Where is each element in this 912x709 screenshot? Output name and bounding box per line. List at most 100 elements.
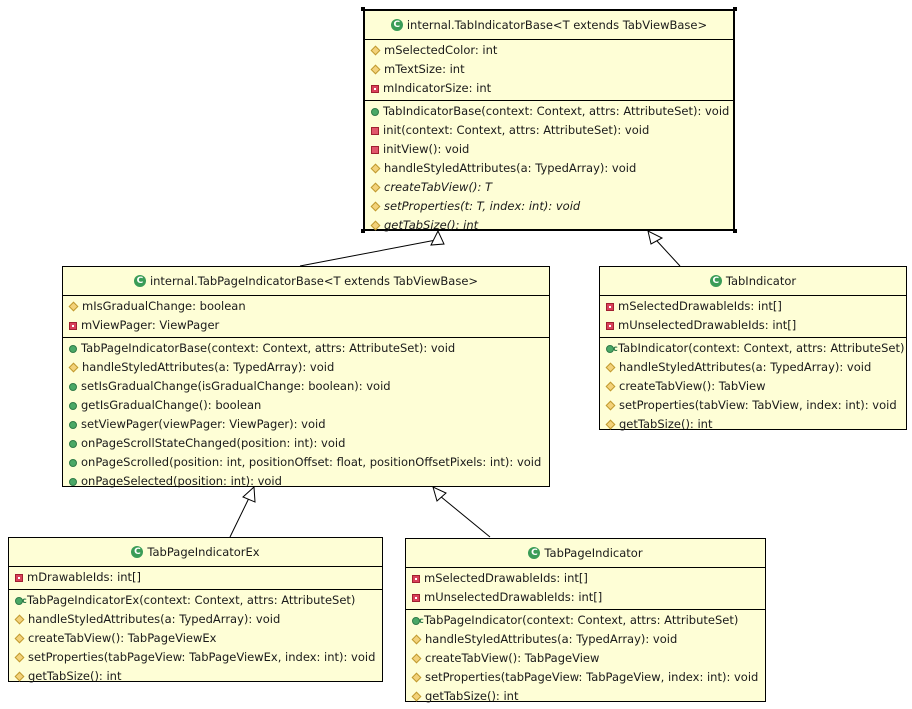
method-row[interactable]: setViewPager(viewPager: ViewPager): void — [63, 415, 549, 434]
public-method-icon — [69, 420, 77, 429]
member-text: TabPageIndicatorBase(context: Context, a… — [81, 341, 456, 355]
method-row[interactable]: handleStyledAttributes(a: TypedArray): v… — [365, 159, 733, 178]
member-text: mSelectedDrawableIds: int[] — [424, 571, 588, 585]
protected-field-icon — [370, 64, 381, 75]
method-row[interactable]: TabIndicatorBase(context: Context, attrs… — [365, 102, 733, 121]
member-text: onPageScrolled(position: int, positionOf… — [81, 455, 542, 469]
method-row[interactable]: onPageScrolled(position: int, positionOf… — [63, 453, 549, 472]
method-row[interactable]: TabPageIndicator(context: Context, attrs… — [406, 611, 765, 630]
method-row[interactable]: init(context: Context, attrs: AttributeS… — [365, 121, 733, 140]
protected-member-icon — [370, 163, 381, 174]
method-row[interactable]: getTabSize(): int — [365, 216, 733, 235]
field-row[interactable]: mIsGradualChange: boolean — [63, 297, 549, 316]
field-row[interactable]: mUnselectedDrawableIds: int[] — [600, 316, 906, 335]
member-text: mTextSize: int — [384, 62, 465, 76]
field-row[interactable]: mSelectedColor: int — [365, 41, 733, 60]
member-text: setProperties(t: T, index: int): void — [384, 199, 581, 213]
constructor-icon — [412, 611, 424, 630]
public-method-icon — [69, 458, 77, 467]
class-name: TabPageIndicatorEx — [147, 545, 260, 559]
method-row[interactable]: setProperties(tabPageView: TabPageViewEx… — [9, 648, 382, 667]
protected-member-icon — [370, 201, 381, 212]
method-row[interactable]: setProperties(t: T, index: int): void — [365, 197, 733, 216]
method-row[interactable]: handleStyledAttributes(a: TypedArray): v… — [63, 358, 549, 377]
protected-member-icon — [14, 652, 25, 663]
generalization-arrowhead — [242, 485, 256, 503]
selection-handle[interactable] — [733, 7, 737, 11]
method-row[interactable]: TabPageIndicatorBase(context: Context, a… — [63, 339, 549, 358]
public-method-icon — [69, 439, 77, 448]
class-name: TabPageIndicator — [544, 546, 643, 560]
method-row[interactable]: TabPageIndicatorEx(context: Context, att… — [9, 591, 382, 610]
method-row[interactable]: createTabView(): TabPageView — [406, 649, 765, 668]
method-row[interactable]: handleStyledAttributes(a: TypedArray): v… — [406, 630, 765, 649]
member-text: TabPageIndicator(context: Context, attrs… — [424, 613, 739, 627]
protected-member-icon — [14, 614, 25, 625]
method-row[interactable]: createTabView(): TabView — [600, 377, 906, 396]
selection-handle[interactable] — [733, 229, 737, 233]
field-row[interactable]: mIndicatorSize: int — [365, 79, 733, 98]
fields-compartment: mSelectedDrawableIds: int[]mUnselectedDr… — [600, 296, 906, 338]
field-row[interactable]: mUnselectedDrawableIds: int[] — [406, 588, 765, 607]
method-row[interactable]: handleStyledAttributes(a: TypedArray): v… — [600, 358, 906, 377]
protected-member-icon — [68, 362, 79, 373]
link-pagebase-to-base — [299, 239, 437, 267]
method-row[interactable]: setProperties(tabPageView: TabPageView, … — [406, 668, 765, 687]
protected-member-icon — [605, 381, 616, 392]
method-row[interactable]: onPageScrollStateChanged(position: int):… — [63, 434, 549, 453]
class-icon: C — [133, 274, 146, 287]
generalization-arrowhead — [432, 486, 447, 502]
class-icon: C — [390, 18, 403, 31]
methods-compartment: TabPageIndicator(context: Context, attrs… — [406, 610, 765, 708]
constructor-icon — [606, 339, 618, 358]
method-row[interactable]: createTabView(): T — [365, 178, 733, 197]
field-row[interactable]: mTextSize: int — [365, 60, 733, 79]
member-text: getTabSize(): int — [425, 689, 519, 703]
member-text: TabIndicator(context: Context, attrs: At… — [618, 341, 905, 355]
member-text: mUnselectedDrawableIds: int[] — [424, 590, 603, 604]
class-name: TabIndicator — [725, 274, 797, 288]
member-text: createTabView(): T — [384, 180, 492, 194]
method-row[interactable]: getTabSize(): int — [406, 687, 765, 706]
method-row[interactable]: TabIndicator(context: Context, attrs: At… — [600, 339, 906, 358]
member-text: setProperties(tabPageView: TabPageView, … — [425, 670, 759, 684]
member-text: handleStyledAttributes(a: TypedArray): v… — [384, 161, 637, 175]
protected-member-icon — [605, 400, 616, 411]
method-row[interactable]: createTabView(): TabPageViewEx — [9, 629, 382, 648]
generalization-arrowhead — [647, 230, 664, 245]
field-row[interactable]: mDrawableIds: int[] — [9, 568, 382, 587]
method-row[interactable]: setIsGradualChange(isGradualChange: bool… — [63, 377, 549, 396]
method-row[interactable]: getTabSize(): int — [9, 667, 382, 686]
method-row[interactable]: initView(): void — [365, 140, 733, 159]
method-row[interactable]: onPageSelected(position: int): void — [63, 472, 549, 491]
method-row[interactable]: getIsGradualChange(): boolean — [63, 396, 549, 415]
member-text: setIsGradualChange(isGradualChange: bool… — [81, 379, 391, 393]
protected-member-icon — [411, 634, 422, 645]
link-pageex-to-pagebase — [229, 497, 250, 538]
method-row[interactable]: setProperties(tabView: TabView, index: i… — [600, 396, 906, 415]
method-row[interactable]: getTabSize(): int — [600, 415, 906, 434]
private-field-icon — [412, 593, 420, 602]
member-text: setProperties(tabView: TabView, index: i… — [619, 398, 897, 412]
method-row[interactable]: handleStyledAttributes(a: TypedArray): v… — [9, 610, 382, 629]
selection-handle[interactable] — [361, 7, 365, 11]
field-row[interactable]: mSelectedDrawableIds: int[] — [406, 569, 765, 588]
member-text: onPageScrollStateChanged(position: int):… — [81, 436, 346, 450]
private-field-icon — [69, 321, 77, 330]
member-text: setProperties(tabPageView: TabPageViewEx… — [28, 650, 376, 664]
class-name: internal.TabPageIndicatorBase<T extends … — [149, 274, 479, 288]
field-row[interactable]: mSelectedDrawableIds: int[] — [600, 297, 906, 316]
field-row[interactable]: mViewPager: ViewPager — [63, 316, 549, 335]
selection-handle[interactable] — [361, 229, 365, 233]
private-field-icon — [606, 302, 614, 311]
methods-compartment: TabPageIndicatorEx(context: Context, att… — [9, 590, 382, 688]
class-icon: C — [528, 546, 541, 559]
methods-compartment: TabPageIndicatorBase(context: Context, a… — [63, 338, 549, 493]
